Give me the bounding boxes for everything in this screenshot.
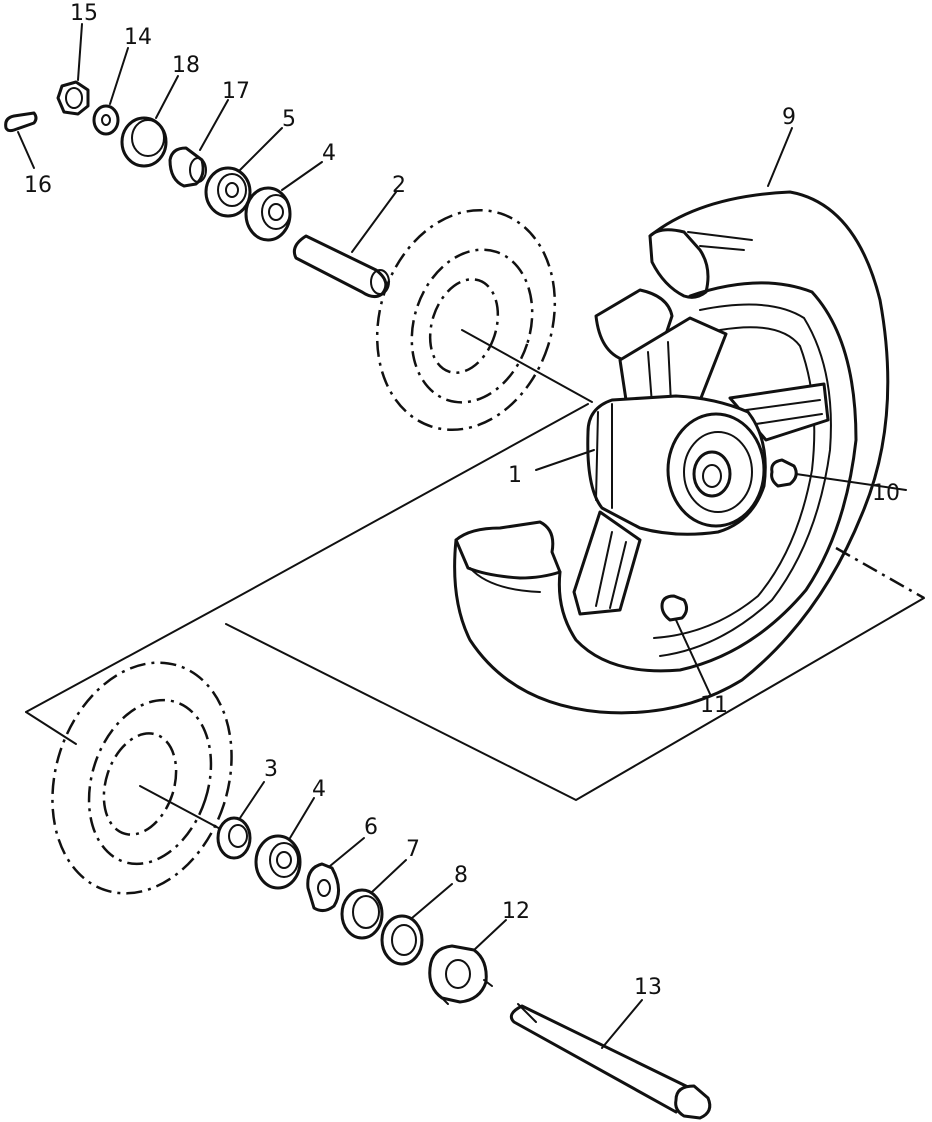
part-12-gear-unit [428,919,507,1005]
part-7-gear [340,859,407,940]
callout-3: 3 [264,757,278,782]
callout-10: 10 [872,481,900,506]
part-6-retainer [306,837,365,913]
part-3-oil-seal [216,781,265,860]
lower-brake-disc [51,661,233,895]
callout-11: 11 [700,693,728,718]
part-15-axle-nut [56,23,90,116]
part-16-cotter-pin [4,111,38,169]
callout-18: 18 [172,53,200,78]
wheel-tire-assembly [453,127,907,715]
upper-brake-disc [375,208,593,432]
part-5-oil-seal [204,127,283,218]
callout-7: 7 [406,837,420,862]
callout-1: 1 [508,463,522,488]
callout-2: 2 [392,173,406,198]
part-4-bearing-lower [254,797,315,890]
part-14-washer [92,47,129,136]
part-2-spacer-tube [292,191,397,299]
callout-13: 13 [634,975,662,1000]
part-13-axle [509,999,712,1120]
assembly-outline [25,403,925,802]
part-18-collar [120,75,179,168]
callout-16: 16 [24,173,52,198]
callout-12: 12 [502,899,530,924]
callout-15: 15 [70,1,98,26]
callout-labels: 15 14 18 17 5 4 16 2 9 1 10 11 3 4 6 7 8… [24,1,900,1000]
callout-14: 14 [124,25,152,50]
callout-9: 9 [782,105,796,130]
callout-4-upper: 4 [322,141,336,166]
callout-4-lower: 4 [312,777,326,802]
part-8-washer [380,883,453,966]
callout-5: 5 [282,107,296,132]
part-17-spacer [168,99,229,188]
callout-6: 6 [364,815,378,840]
callout-8: 8 [454,863,468,888]
callout-17: 17 [222,79,250,104]
part-4-bearing-upper [244,161,323,242]
